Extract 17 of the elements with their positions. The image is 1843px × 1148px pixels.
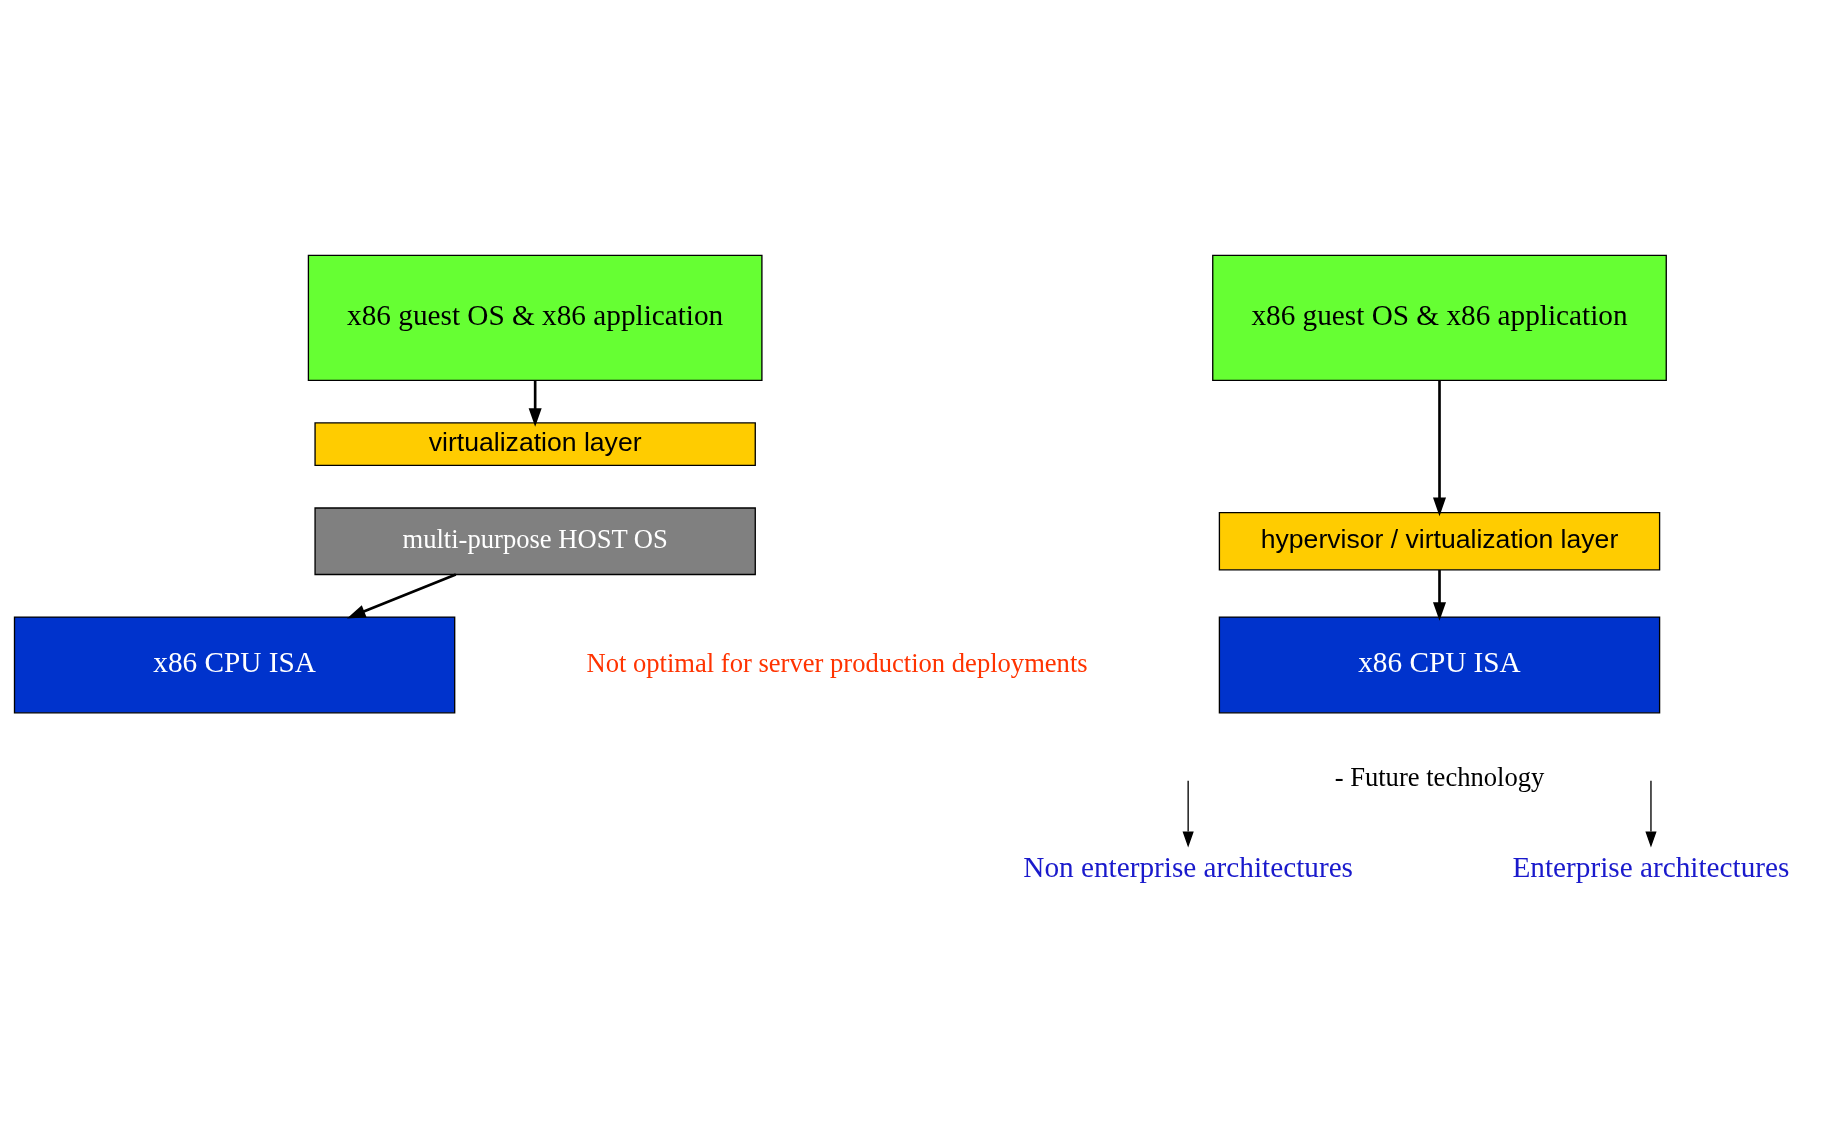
arrow <box>1432 380 1447 516</box>
node-box: x86 CPU ISA <box>13 615 456 713</box>
node-box: multi-purpose HOST OS <box>314 506 756 575</box>
node-text: Non enterprise architectures <box>1023 850 1354 883</box>
arrow <box>1645 779 1657 848</box>
arrow <box>528 380 542 427</box>
node-box: x86 guest OS & x86 application <box>307 254 763 381</box>
arrow <box>346 572 457 618</box>
arrow <box>1432 569 1447 621</box>
node-box: hypervisor / virtualization layer <box>1218 511 1661 570</box>
node-box: virtualization layer <box>314 421 756 466</box>
label: Not optimal for server production deployments <box>586 647 1088 678</box>
node-text: Enterprise architectures <box>1512 850 1790 883</box>
label: - Future technology <box>1334 761 1545 792</box>
arrow <box>1182 779 1194 848</box>
node-box: x86 CPU ISA <box>1218 615 1661 713</box>
node-box: x86 guest OS & x86 application <box>1212 254 1667 381</box>
